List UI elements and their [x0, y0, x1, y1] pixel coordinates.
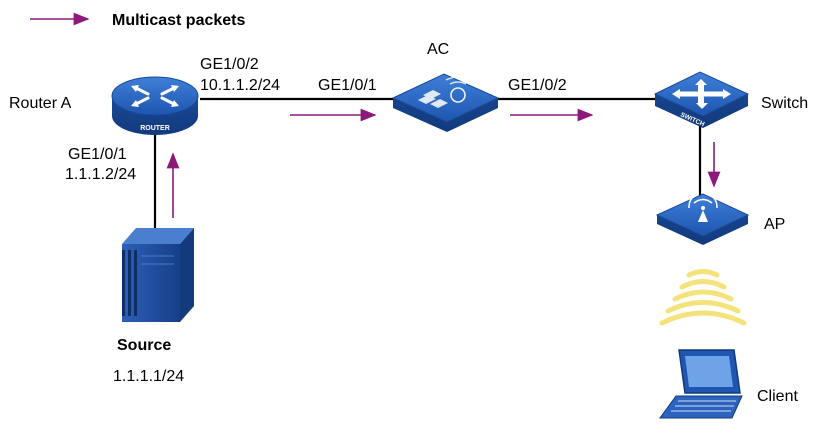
- source-ip: 1.1.1.1/24: [113, 368, 184, 385]
- ac-out-interface: GE1/0/2: [508, 77, 567, 94]
- router-down-ip: 1.1.1.2/24: [65, 166, 136, 183]
- ac-icon: [391, 73, 500, 132]
- ac-name: AC: [427, 41, 449, 58]
- client-name: Client: [757, 388, 798, 405]
- wifi-signal-icon: [659, 269, 747, 326]
- server-icon: [122, 228, 194, 322]
- switch-name: Switch: [761, 95, 808, 112]
- legend-label: Multicast packets: [112, 12, 245, 29]
- router-badge: ROUTER: [140, 125, 170, 132]
- ac-in-interface: GE1/0/1: [318, 77, 377, 94]
- ap-name: AP: [764, 216, 785, 233]
- ap-icon: [655, 193, 750, 245]
- legend: Multicast packets: [30, 12, 245, 29]
- laptop-icon: [659, 349, 743, 419]
- router-up-interface: GE1/0/2: [200, 56, 259, 73]
- switch-icon: SWITCH: [653, 71, 750, 128]
- source-name: Source: [117, 337, 171, 354]
- router-name: Router A: [9, 95, 72, 112]
- router-up-ip: 10.1.1.2/24: [200, 77, 280, 94]
- router-icon: ROUTER: [111, 76, 199, 135]
- router-down-interface: GE1/0/1: [68, 146, 127, 163]
